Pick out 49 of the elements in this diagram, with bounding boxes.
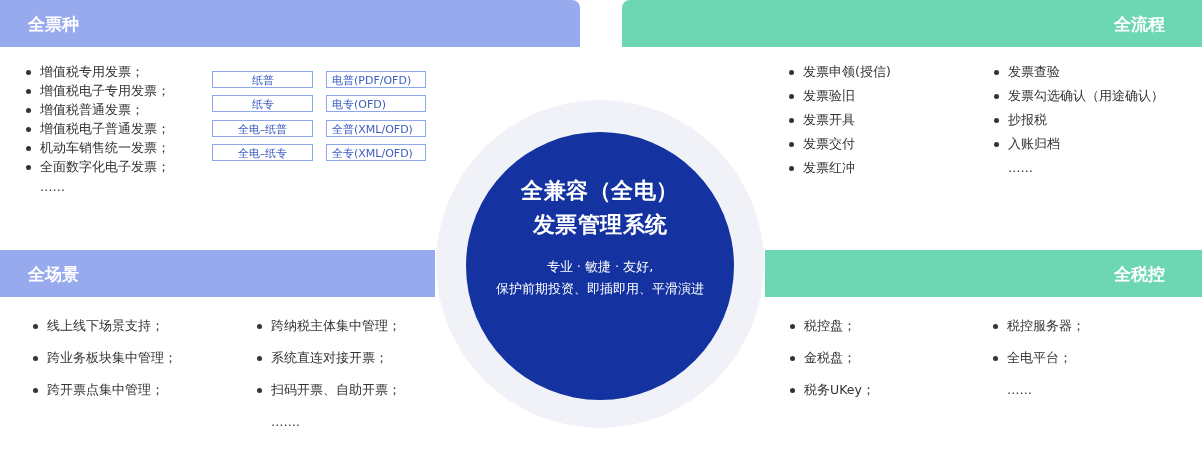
format-tag: 纸普 [212, 71, 313, 88]
system-tagline: 专业 · 敏捷 · 友好, [545, 258, 655, 276]
section-title: 全税控 [1114, 263, 1165, 286]
list-item: 增值税普通发票； [26, 102, 144, 118]
list-item: 机动车销售统一发票； [26, 140, 170, 156]
list-item: 扫码开票、自助开票； [257, 382, 401, 398]
list-item: 发票查验 [994, 64, 1060, 80]
list-item: 增值税电子专用发票； [26, 83, 170, 99]
list-item: 抄报税 [994, 112, 1047, 128]
ellipsis-text: …… [1008, 160, 1033, 176]
list-item: 线上线下场景支持； [33, 318, 164, 334]
system-tagline: 保护前期投资、即插即用、平滑演进 [495, 280, 705, 298]
format-tag: 电专(OFD) [326, 95, 426, 112]
list-item: 增值税专用发票； [26, 64, 144, 80]
system-title: 全兼容（全电）发票管理系统 [520, 177, 680, 239]
list-item: 跨纳税主体集中管理； [257, 318, 401, 334]
header-band [0, 250, 435, 297]
format-tag: 纸专 [212, 95, 313, 112]
list-item: 税务UKey； [790, 382, 875, 398]
list-item: 发票红冲 [789, 160, 855, 176]
format-tag: 全普(XML/OFD) [326, 120, 426, 137]
list-item: 税控服务器； [993, 318, 1085, 334]
section-title: 全场景 [28, 263, 79, 286]
format-tag: 全电–纸专 [212, 144, 313, 161]
list-item: 全电平台； [993, 350, 1072, 366]
format-tag: 全电–纸普 [212, 120, 313, 137]
list-item: 跨业务板块集中管理； [33, 350, 177, 366]
list-item: 全面数字化电子发票； [26, 159, 170, 175]
list-item: 系统直连对接开票； [257, 350, 388, 366]
list-item: 税控盘； [790, 318, 856, 334]
list-item: 金税盘； [790, 350, 856, 366]
section-title: 全票种 [28, 13, 79, 36]
ellipsis-text: …… [1007, 382, 1032, 398]
list-item: 发票验旧 [789, 88, 855, 104]
list-item: 发票勾选确认（用途确认） [994, 88, 1164, 104]
list-item: 发票申领(授信) [789, 64, 891, 80]
list-item: 发票交付 [789, 136, 855, 152]
list-item: 入账归档 [994, 136, 1060, 152]
header-band [0, 0, 580, 47]
section-title: 全流程 [1114, 13, 1165, 36]
header-band [765, 250, 1202, 297]
ellipsis-text: ……. [271, 414, 300, 430]
list-item: 跨开票点集中管理； [33, 382, 164, 398]
format-tag: 电普(PDF/OFD) [326, 71, 426, 88]
list-item: 发票开具 [789, 112, 855, 128]
list-item: 增值税电子普通发票； [26, 121, 170, 137]
header-band [622, 0, 1202, 47]
format-tag: 全专(XML/OFD) [326, 144, 426, 161]
ellipsis-text: …… [40, 179, 65, 195]
